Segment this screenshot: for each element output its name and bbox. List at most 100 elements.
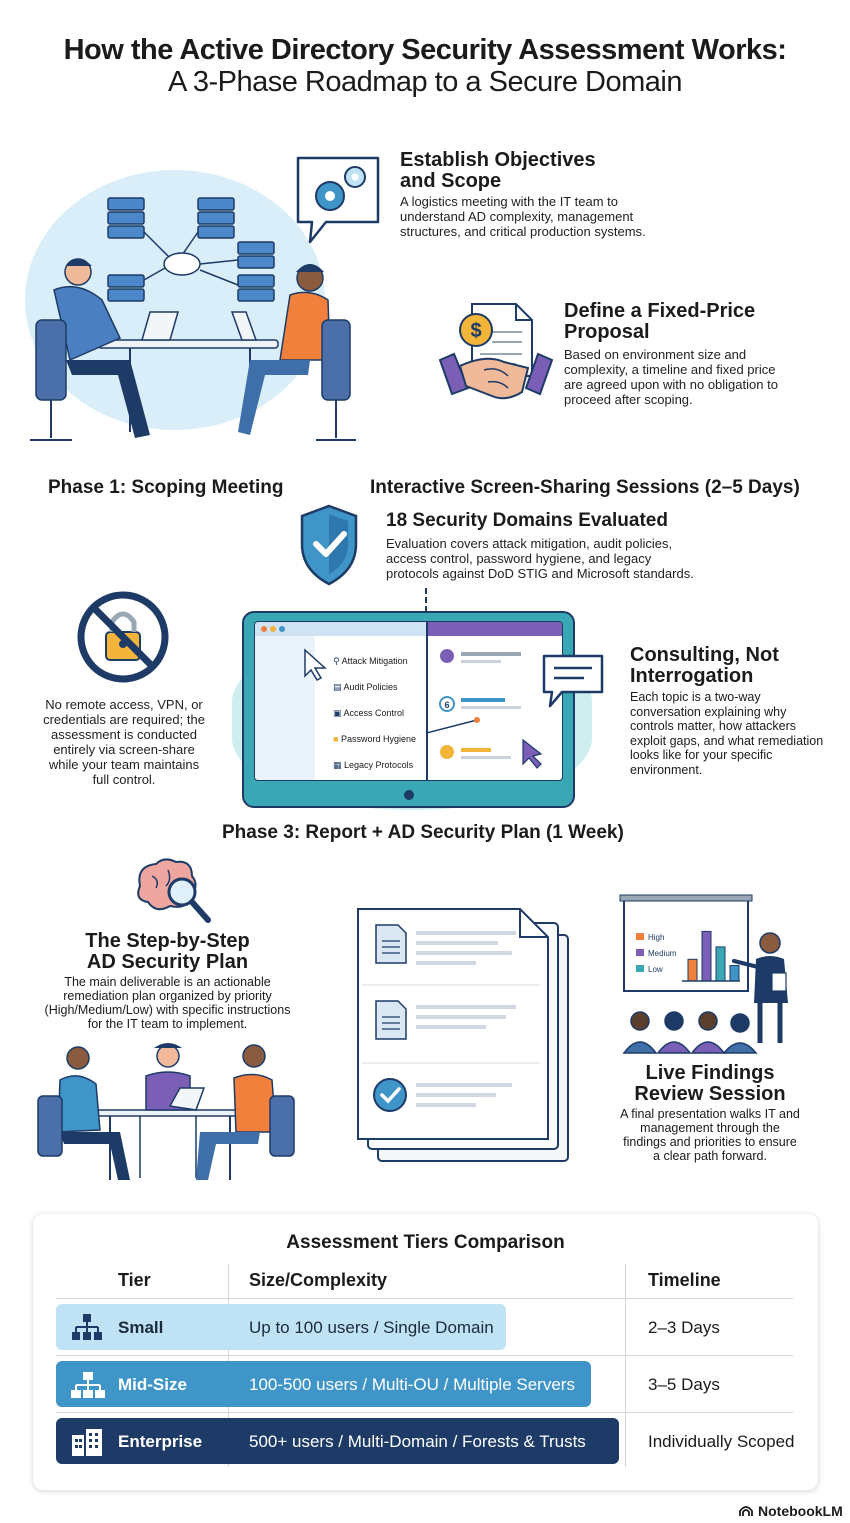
proposal-body-line: complexity, a timeline and fixed price [564,362,776,377]
monitor-power-button [404,790,414,800]
brand-footer: NotebookLM [738,1503,843,1519]
hierarchy-mid-icon [71,1372,105,1398]
screen-menu: ⚲ Attack Mitigation ▤ Audit Policies ▣ A… [333,648,416,778]
table-cell-tier: Small [118,1318,164,1337]
proposal-heading-line2: Proposal [564,321,650,343]
review-body-line: management through the [640,1121,780,1135]
screen-menu-item: ⚲ Attack Mitigation [333,656,408,666]
table-cell-size: 100-500 users / Multi-OU / Multiple Serv… [249,1375,575,1394]
table-cell-timeline: 3–5 Days [648,1375,720,1394]
table-column-divider [625,1264,626,1467]
plan-body-line: The main deliverable is an actionable [64,975,271,989]
consulting-body-line: Each topic is a two-way [630,690,761,704]
window-dot-icon [279,626,285,632]
no-remote-body-line: No remote access, VPN, or [45,697,203,712]
consulting-body-line: exploit gaps, and what remediation [630,733,824,748]
plan-body-line: for the IT team to implement. [87,1017,248,1031]
domains-heading: 18 Security Domains Evaluated [386,510,668,531]
legend-high: High [648,933,664,942]
domains-body-line: Evaluation covers attack mitigation, aud… [386,536,673,551]
chat-bubble-icon [542,654,604,708]
review-body-line: A final presentation walks IT and [620,1107,800,1121]
page-title-line1: How the Active Directory Security Assess… [63,34,787,66]
screen-badge: 6 [444,700,449,710]
screen-menu-item: ■ Password Hygiene [333,734,416,744]
window-titlebar-right [427,622,562,636]
table-divider [56,1412,793,1413]
plan-heading-line1: The Step-by-Step [85,930,250,952]
objectives-body-line: understand AD complexity, management [400,209,634,224]
presentation-bar [701,930,712,982]
proposal-body-line: proceed after scoping. [564,392,693,407]
plan-heading: The Step-by-Step AD Security Plan [60,931,275,973]
window-dot-icon [261,626,267,632]
objectives-heading: Establish Objectives and Scope [400,150,596,192]
consulting-body-line: environment. [630,762,703,777]
plan-body-line: (High/Medium/Low) with specific instruct… [44,1003,291,1017]
table-row-mid-bar [56,1361,591,1407]
table-divider [56,1355,793,1356]
table-cell-tier: Mid-Size [118,1375,187,1394]
no-remote-body-line: entirely via screen-share [53,742,195,757]
consulting-heading: Consulting, Not Interrogation [630,645,779,687]
screen-menu-item: ▣ Access Control [333,708,405,718]
findings-presentation-illustration: High Medium Low [619,894,788,1054]
legend-low: Low [648,965,663,974]
domains-body-line: protocols against DoD STIG and Microsoft… [386,566,694,581]
column-header-timeline: Timeline [648,1270,721,1290]
screen-divider-dashed [425,588,427,612]
phase3-label: Phase 3: Report + AD Security Plan (1 We… [222,822,624,843]
no-access-lock-icon [77,591,169,683]
no-remote-body-line: while your team maintains [48,757,200,772]
legend-medium: Medium [648,949,677,958]
no-remote-body-line: credentials are required; the [43,712,205,727]
presentation-bar [715,946,726,982]
team-meeting-illustration [37,1043,295,1180]
review-body-line: a clear path forward. [653,1149,767,1163]
review-heading-line1: Live Findings [645,1062,775,1084]
consulting-body-line: controls matter, how attackers [630,719,797,733]
column-header-size: Size/Complexity [249,1270,388,1290]
presentation-bar [729,965,740,982]
proposal-heading: Define a Fixed-Price Proposal [564,301,755,343]
screen-menu-item: ▤ Audit Policies [333,682,398,692]
plan-body-line: remediation plan organized by priority [63,989,272,1003]
consulting-body: Each topic is a two-way conversation exp… [630,690,823,777]
table-cell-timeline: Individually Scoped [648,1432,795,1451]
table-divider [56,1298,793,1299]
plan-heading-line2: AD Security Plan [86,951,249,973]
proposal-heading-line1: Define a Fixed-Price [564,300,756,322]
domains-body: Evaluation covers attack mitigation, aud… [386,536,694,581]
monitor-screen: ⚲ Attack Mitigation ▤ Audit Policies ▣ A… [254,621,563,781]
no-remote-body-line: assessment is conducted [51,727,197,742]
review-body-line: findings and priorities to ensure [623,1135,797,1149]
phase1-label: Phase 1: Scoping Meeting [48,477,284,498]
objectives-heading-line1: Establish Objectives [400,149,596,171]
review-body: A final presentation walks IT and manage… [600,1107,820,1163]
tiers-table-title: Assessment Tiers Comparison [286,1232,565,1253]
objectives-heading-line2: and Scope [400,170,502,192]
screen-right-pane: 6 [427,649,543,769]
plan-body: The main deliverable is an actionable re… [30,975,305,1031]
proposal-body: Based on environment size and complexity… [564,347,778,407]
table-cell-tier: Enterprise [118,1432,203,1451]
handshake-proposal-icon: $ [438,303,554,400]
gears-bubble-icon [296,156,380,244]
screen-split-line [426,622,428,780]
consulting-heading-line2: Interrogation [630,665,754,687]
window-titlebar-left [255,622,427,636]
objectives-body: A logistics meeting with the IT team to … [400,194,646,239]
page-title-line2: A 3-Phase Roadmap to a Secure Domain [168,66,682,98]
monitor-frame: ⚲ Attack Mitigation ▤ Audit Policies ▣ A… [242,611,575,808]
objectives-body-line: structures, and critical production syst… [400,224,646,239]
objectives-body-line: A logistics meeting with the IT team to [400,194,618,209]
buildings-icon [72,1429,102,1456]
hierarchy-small-icon [72,1314,102,1340]
scoping-meeting-illustration [25,170,356,441]
consulting-body-line: looks like for your specific [630,748,773,762]
notebooklm-logo-icon [739,1506,753,1516]
window-dot-icon [270,626,276,632]
review-heading-line2: Review Session [634,1083,786,1105]
table-cell-size: Up to 100 users / Single Domain [249,1318,494,1337]
presentation-bar [687,958,698,982]
